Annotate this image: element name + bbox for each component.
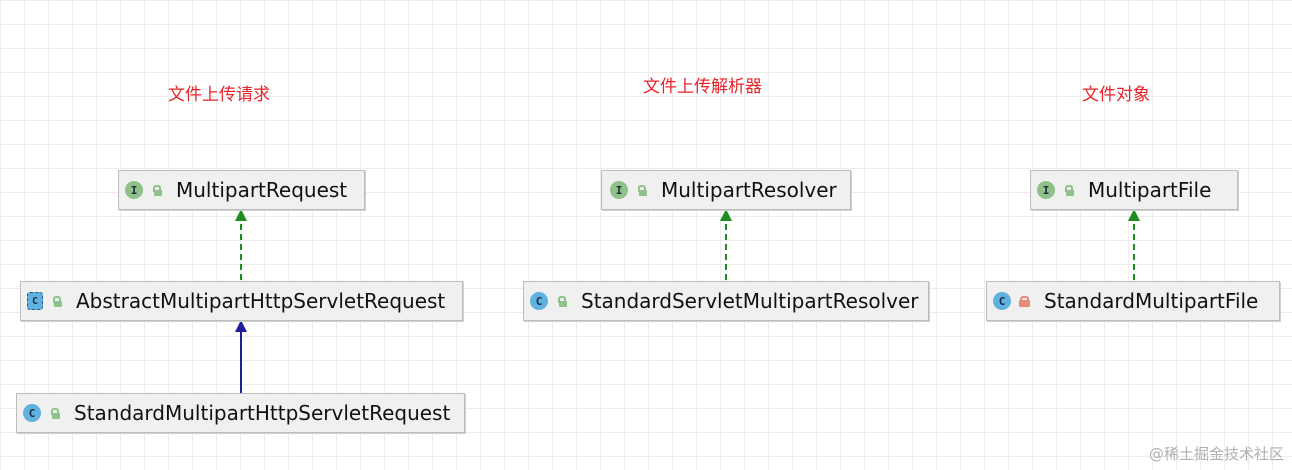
class-icon: C [530,292,548,310]
public-lock-icon [1063,184,1074,196]
node-multipart-resolver[interactable]: I MultipartResolver [601,170,851,210]
caption-file-object: 文件对象 [1082,85,1150,105]
node-label: StandardMultipartFile [1044,289,1259,313]
caption-file-upload-request: 文件上传请求 [168,85,270,105]
class-icon: C [993,292,1011,310]
caption-file-upload-resolver: 文件上传解析器 [643,77,762,97]
class-icon: C [23,404,41,422]
node-abstract-multipart-http-servlet-request[interactable]: C AbstractMultipartHttpServletRequest [20,281,463,321]
interface-icon: I [610,181,628,199]
public-lock-icon [49,407,60,419]
node-label: StandardMultipartHttpServletRequest [74,401,451,425]
node-label: StandardServletMultipartResolver [581,289,919,313]
public-lock-icon [51,295,62,307]
interface-icon: I [1037,181,1055,199]
node-multipart-file[interactable]: I MultipartFile [1030,170,1238,210]
node-label: MultipartFile [1088,178,1212,202]
node-standard-multipart-file[interactable]: C StandardMultipartFile [986,281,1280,321]
abstract-class-icon: C [27,292,43,310]
interface-icon: I [125,181,143,199]
node-standard-servlet-multipart-resolver[interactable]: C StandardServletMultipartResolver [523,281,929,321]
public-lock-icon [556,295,567,307]
public-lock-icon [151,184,162,196]
node-label: MultipartResolver [661,178,837,202]
node-standard-multipart-http-servlet-request[interactable]: C StandardMultipartHttpServletRequest [16,393,465,433]
node-label: MultipartRequest [176,178,348,202]
watermark: @稀土掘金技术社区 [1148,445,1284,463]
node-label: AbstractMultipartHttpServletRequest [76,289,446,313]
private-lock-icon [1019,295,1030,307]
public-lock-icon [636,184,647,196]
node-multipart-request[interactable]: I MultipartRequest [118,170,365,210]
